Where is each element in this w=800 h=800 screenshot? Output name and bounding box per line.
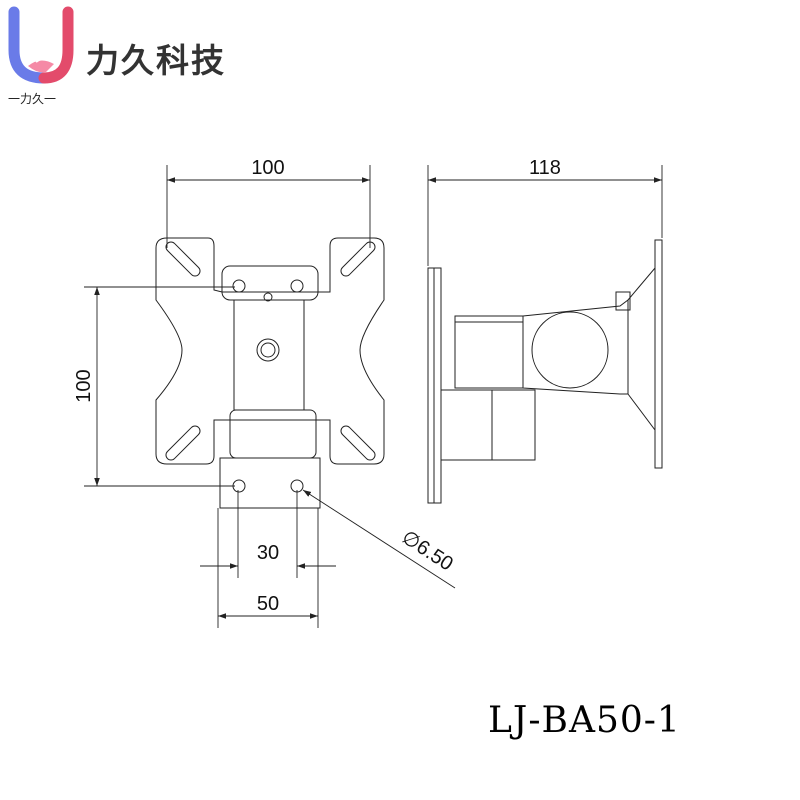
side-tilt-joint	[522, 299, 629, 395]
brand-name: 力久科技	[86, 41, 226, 80]
hole-upper-left	[232, 279, 246, 293]
dim-front-height: 100	[73, 369, 95, 402]
u-logo-icon	[8, 6, 74, 84]
side-arm-block	[454, 315, 524, 389]
tilt-pivot	[531, 311, 609, 389]
hole-upper-center	[263, 292, 273, 302]
side-base-block	[440, 389, 536, 461]
lower-arm	[229, 409, 317, 459]
slot-bottom-left	[165, 425, 201, 461]
center-column	[233, 299, 305, 411]
hole-upper-right	[290, 279, 304, 293]
dim-hole-diameter: ∅6.50	[398, 526, 457, 575]
slot-top-right	[340, 241, 376, 277]
dim-side-depth: 118	[529, 157, 561, 179]
monitor-plate-taper	[627, 266, 656, 432]
monitor-plate	[654, 239, 663, 469]
slot-top-left	[165, 241, 201, 277]
dim-hole-spacing-outer: 50	[257, 593, 279, 615]
dim-front-width: 100	[251, 157, 284, 179]
brand-tagline: 一力久一	[8, 92, 57, 106]
tilt-screw	[615, 291, 631, 311]
side-dimensions	[427, 165, 663, 266]
brand-logo: 力久科技 一力久一	[6, 6, 266, 106]
side-view	[427, 239, 663, 504]
center-knob	[256, 338, 280, 362]
front-view	[155, 237, 385, 509]
front-plate-outline	[155, 237, 385, 465]
model-number: LJ-BA50-1	[488, 700, 681, 741]
slot-bottom-right	[340, 425, 376, 461]
upper-bracket	[221, 265, 319, 301]
front-dimensions	[84, 165, 456, 628]
lower-bracket	[219, 457, 321, 509]
dim-hole-spacing-inner: 30	[257, 542, 279, 564]
